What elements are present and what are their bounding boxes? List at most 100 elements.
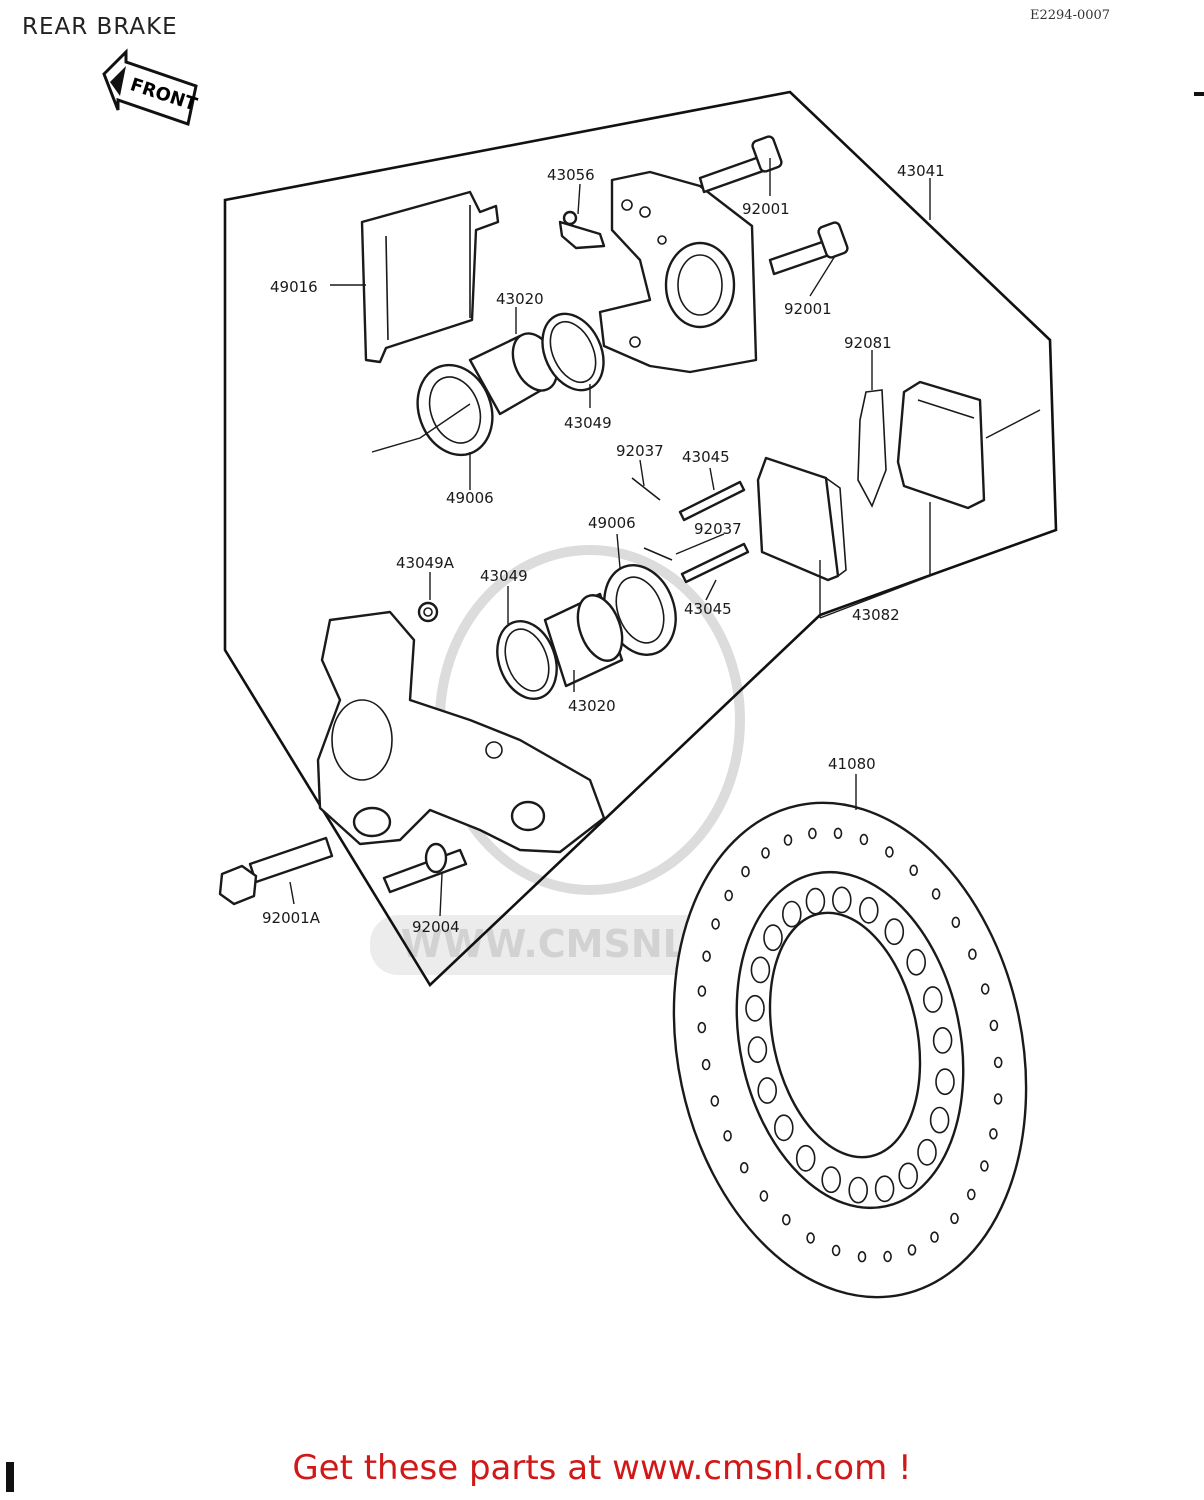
disc-hole (697, 985, 707, 997)
disc-hole (883, 1250, 892, 1263)
disc-hole (741, 865, 750, 878)
front-arrow-icon: FRONT (102, 48, 200, 126)
label-92001-lower: 92001 (784, 300, 832, 318)
brake-pad-front (756, 456, 847, 582)
brake-pad-rear (896, 380, 986, 510)
disc-hole (858, 896, 879, 924)
bleeder-valve (558, 210, 606, 250)
disc-hole (805, 887, 826, 915)
disc-hole (885, 846, 894, 858)
label-43045-upper: 43045 (682, 448, 730, 466)
disc-hole (724, 889, 734, 902)
caliper-bracket (598, 170, 758, 374)
washer-43049A (417, 601, 439, 623)
disc-hole (874, 1175, 895, 1203)
disc-hole (739, 1161, 749, 1174)
label-43082: 43082 (852, 606, 900, 624)
disc-hole (968, 948, 977, 960)
clip-lower (643, 547, 673, 561)
label-92001A: 92001A (262, 909, 321, 927)
pad-pin-lower (680, 542, 750, 584)
disc-hole (795, 1144, 816, 1172)
label-43041: 43041 (897, 162, 945, 180)
disc-hole (806, 1232, 815, 1244)
bolt-92001-lower (768, 221, 849, 276)
drawing-code: E2294-0007 (1030, 8, 1111, 23)
disc-hole (898, 1162, 919, 1190)
label-49006-lower: 49006 (588, 514, 636, 532)
label-49006-upper: 49006 (446, 489, 494, 507)
pad-pin-upper (678, 480, 746, 522)
disc-hole (931, 888, 941, 900)
disc-hole (723, 1130, 732, 1142)
label-41080: 41080 (828, 755, 876, 773)
disc-hole (701, 1058, 711, 1071)
disc-hole (831, 1244, 841, 1257)
disc-hole (808, 827, 817, 840)
pad-spring-49016 (360, 190, 500, 364)
disc-hole (747, 1036, 768, 1064)
disc-hole (763, 924, 783, 952)
piston-seal-43049-upper (541, 312, 605, 392)
clip-upper (631, 477, 661, 501)
label-49016: 49016 (270, 278, 318, 296)
label-43049-upper: 43049 (564, 414, 612, 432)
disc-hole (951, 916, 961, 928)
disc-hole (757, 1077, 778, 1104)
disc-hole (857, 1250, 867, 1263)
disc-hole (980, 983, 990, 995)
disc-hole (917, 1138, 937, 1166)
label-43049-lower: 43049 (480, 567, 528, 585)
disc-hole (884, 918, 905, 946)
disc-hole (906, 948, 927, 976)
diagram-title: REAR BRAKE (22, 14, 178, 40)
bolt-92001A (218, 836, 334, 906)
disc-hole (935, 1068, 955, 1096)
label-92004: 92004 (412, 918, 460, 936)
bolt-92001-upper (698, 135, 783, 194)
disc-hole (989, 1019, 999, 1032)
bolt-92004 (382, 842, 468, 894)
disc-hole (922, 986, 943, 1013)
disc-hole (993, 1056, 1003, 1069)
disc-hole (783, 834, 793, 846)
caliper-body (316, 610, 606, 854)
disc-hole (930, 1231, 939, 1243)
label-92037-upper: 92037 (616, 442, 664, 460)
disc-hole (932, 1027, 953, 1054)
disc-hole (909, 864, 919, 876)
edge-mark (1194, 92, 1204, 96)
footer-link[interactable]: Get these parts at www.cmsnl.com ! (292, 1448, 912, 1488)
edge-bar (6, 1462, 14, 1492)
disc-hole (745, 994, 765, 1022)
disc-hole (980, 1160, 989, 1172)
piston-43020-lower (543, 592, 624, 688)
dust-seal-49006-upper (416, 363, 494, 457)
label-92001-upper: 92001 (742, 200, 790, 218)
label-92037-lower: 92037 (694, 520, 742, 538)
leader-lines (289, 158, 1041, 917)
disc-hole (966, 1188, 976, 1201)
disc-hole (950, 1212, 959, 1225)
disc-hole (773, 1114, 794, 1142)
piston-seal-43049-lower (496, 620, 558, 700)
label-43020-lower: 43020 (568, 697, 616, 715)
disc-hole (833, 827, 843, 839)
disc-hole (761, 847, 770, 859)
disc-hole (821, 1166, 842, 1194)
disc-hole (859, 833, 869, 846)
disc-hole (848, 1176, 869, 1204)
caliper-assembly-outline (223, 90, 1058, 988)
disc-hole (759, 1190, 769, 1202)
disc-hole (989, 1128, 998, 1140)
label-43020-upper: 43020 (496, 290, 544, 308)
disc-hole (711, 918, 720, 930)
label-43049A: 43049A (396, 554, 455, 572)
disc-hole (781, 900, 802, 928)
disc-hole (831, 886, 852, 914)
label-43056: 43056 (547, 166, 595, 184)
disc-holes (697, 827, 1003, 1263)
brake-disc (672, 801, 1028, 1299)
disc-hole (781, 1213, 791, 1226)
